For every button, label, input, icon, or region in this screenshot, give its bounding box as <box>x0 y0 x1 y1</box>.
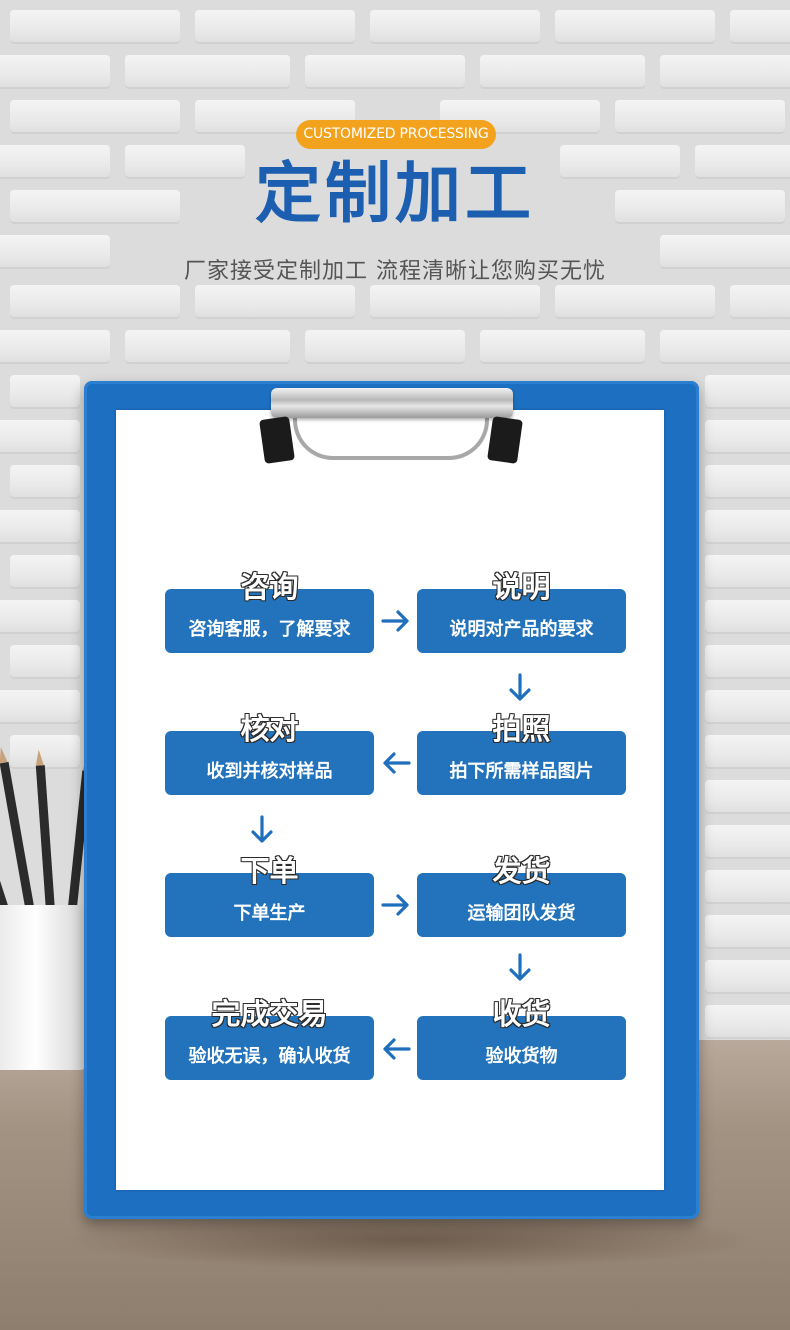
step-desc: 验收货物 <box>485 1046 558 1067</box>
step-consult: 咨询 咨询客服，了解要求 <box>165 569 374 653</box>
step-complete: 完成交易 验收无误，确认收货 <box>165 996 374 1080</box>
arrow-right-icon <box>380 889 412 921</box>
step-box <box>165 731 374 795</box>
step-title: 下单 <box>240 853 299 888</box>
clip-bar <box>271 388 513 418</box>
step-explain: 说明 说明对产品的要求 <box>417 569 626 653</box>
step-box <box>165 589 374 653</box>
arrow-right-icon <box>380 605 412 637</box>
step-title: 拍照 <box>492 711 551 746</box>
step-desc: 验收无误，确认收货 <box>188 1046 351 1067</box>
step-title: 收货 <box>492 996 551 1031</box>
arrow-down-icon <box>504 672 536 704</box>
step-desc: 拍下所需样品图片 <box>449 761 594 782</box>
step-photo: 拍照 拍下所需样品图片 <box>417 711 626 795</box>
arrow-left-icon <box>380 1033 412 1065</box>
clip-wire <box>293 412 489 460</box>
step-order: 下单 下单生产 <box>165 853 374 937</box>
step-title: 核对 <box>240 711 299 746</box>
page-title: 定制加工 <box>255 155 535 232</box>
clip-foot-right <box>487 416 523 464</box>
step-box <box>165 1016 374 1080</box>
step-box <box>417 1016 626 1080</box>
arrow-down-icon <box>246 814 278 846</box>
step-desc: 咨询客服，了解要求 <box>188 619 351 640</box>
step-desc: 运输团队发货 <box>467 903 576 924</box>
step-title: 咨询 <box>240 569 299 604</box>
customized-processing-badge: CUSTOMIZED PROCESSING <box>296 120 496 149</box>
step-title: 发货 <box>492 853 551 888</box>
step-box <box>417 873 626 937</box>
board-shadow <box>60 1210 760 1270</box>
step-title: 完成交易 <box>211 996 328 1031</box>
arrow-left-icon <box>380 747 412 779</box>
step-box <box>165 873 374 937</box>
step-title: 说明 <box>492 569 551 604</box>
page-subtitle: 厂家接受定制加工 流程清晰让您购买无忧 <box>184 259 606 284</box>
step-desc: 收到并核对样品 <box>206 761 333 782</box>
pencil-cup <box>0 905 86 1070</box>
step-receive: 收货 验收货物 <box>417 996 626 1080</box>
step-verify: 核对 收到并核对样品 <box>165 711 374 795</box>
arrow-down-icon <box>504 952 536 984</box>
step-ship: 发货 运输团队发货 <box>417 853 626 937</box>
clip-foot-left <box>259 416 295 464</box>
step-desc: 说明对产品的要求 <box>449 619 594 640</box>
step-desc: 下单生产 <box>233 903 306 924</box>
step-box <box>417 731 626 795</box>
step-box <box>417 589 626 653</box>
